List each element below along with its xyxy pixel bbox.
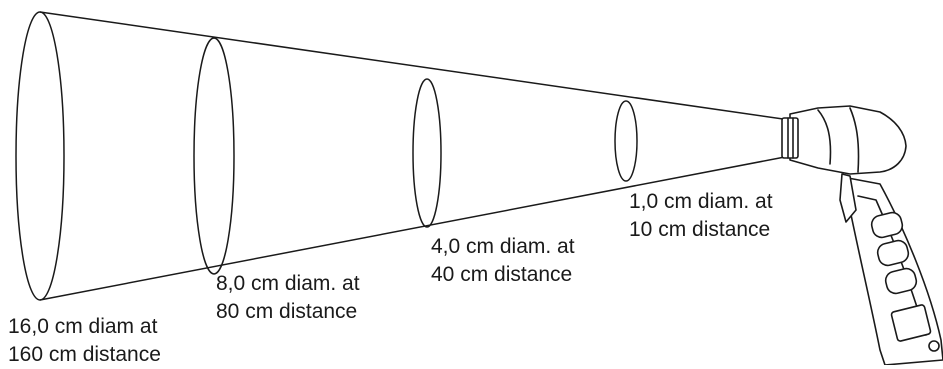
spot-label-160cm-line2: 160 cm distance	[8, 343, 161, 366]
cone-bottom-edge	[39, 155, 791, 301]
spot-80cm	[193, 37, 235, 275]
spot-label-40cm-line1: 4,0 cm diam. at	[431, 235, 575, 258]
spot-label-80cm-line2: 80 cm distance	[216, 300, 358, 323]
spot-label-80cm: 8,0 cm diam. at 80 cm distance	[216, 270, 360, 326]
spot-160cm	[15, 11, 65, 301]
spot-label-10cm-line1: 1,0 cm diam. at	[629, 190, 773, 213]
spot-label-160cm: 16,0 cm diam at 160 cm distance	[8, 313, 161, 369]
spot-label-10cm-line2: 10 cm distance	[629, 218, 771, 241]
spot-label-80cm-line1: 8,0 cm diam. at	[216, 272, 360, 295]
measurement-spots	[15, 11, 638, 301]
cone-top-edge	[39, 11, 791, 121]
spot-40cm	[412, 78, 442, 228]
spot-label-40cm: 4,0 cm diam. at 40 cm distance	[431, 233, 575, 289]
measurement-cone	[39, 11, 791, 301]
infrared-thermometer-icon	[781, 105, 943, 365]
spot-label-40cm-line2: 40 cm distance	[431, 263, 573, 286]
spot-label-10cm: 1,0 cm diam. at 10 cm distance	[629, 188, 773, 244]
spot-10cm	[614, 100, 638, 182]
spot-label-160cm-line1: 16,0 cm diam at	[8, 315, 158, 338]
